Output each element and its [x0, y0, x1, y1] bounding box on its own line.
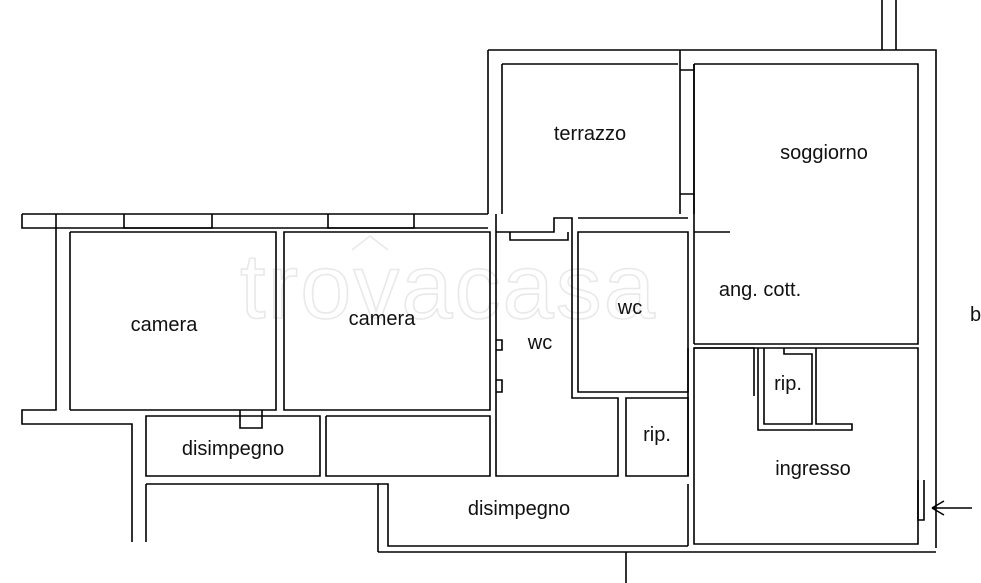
- edge-label: b: [970, 304, 981, 326]
- wall-upper-outer: [487, 49, 937, 548]
- room-label-ingresso: ingresso: [775, 458, 851, 480]
- wall-rip-1: [757, 348, 853, 431]
- entrance-arrow-icon: [931, 500, 972, 516]
- wall-camera-2: [283, 231, 491, 411]
- wall-disimpegno-1: [145, 410, 321, 477]
- room-label-disimpegno-2: disimpegno: [468, 498, 570, 520]
- room-label-rip-2: rip.: [643, 424, 671, 446]
- room-label-soggiorno: soggiorno: [780, 142, 868, 164]
- walls: [21, 0, 937, 583]
- room-label-wc-2: wc: [617, 297, 642, 319]
- wall-ingresso-inner: [694, 347, 755, 396]
- wall-lower-right: [687, 347, 919, 546]
- wall-right-door: [917, 480, 925, 521]
- wall-soggiorno: [693, 63, 919, 345]
- wall-terrazzo-right: [680, 69, 694, 195]
- wall-window-1: [123, 214, 213, 229]
- wall-top-stub: [881, 0, 897, 50]
- wall-corridor: [325, 415, 688, 547]
- room-label-wc-1: wc: [527, 332, 552, 354]
- room-label-rip-1: rip.: [774, 373, 802, 395]
- room-label-camera-1: camera: [131, 314, 199, 336]
- wall-window-2: [327, 214, 415, 229]
- wall-left-top: [21, 213, 488, 542]
- watermark: trovacasa: [240, 236, 657, 338]
- watermark-icon: [351, 234, 389, 251]
- wall-bottom: [378, 551, 936, 583]
- wall-left-lower: [145, 483, 379, 552]
- room-label-camera-2: camera: [349, 308, 417, 330]
- wall-wc-1-nubs: [496, 339, 503, 393]
- room-label-disimpegno-1: disimpegno: [182, 438, 284, 460]
- wall-wc-1: [495, 214, 619, 477]
- room-label-terrazzo: terrazzo: [554, 123, 626, 145]
- room-label-ang-cott: ang. cott.: [719, 279, 801, 301]
